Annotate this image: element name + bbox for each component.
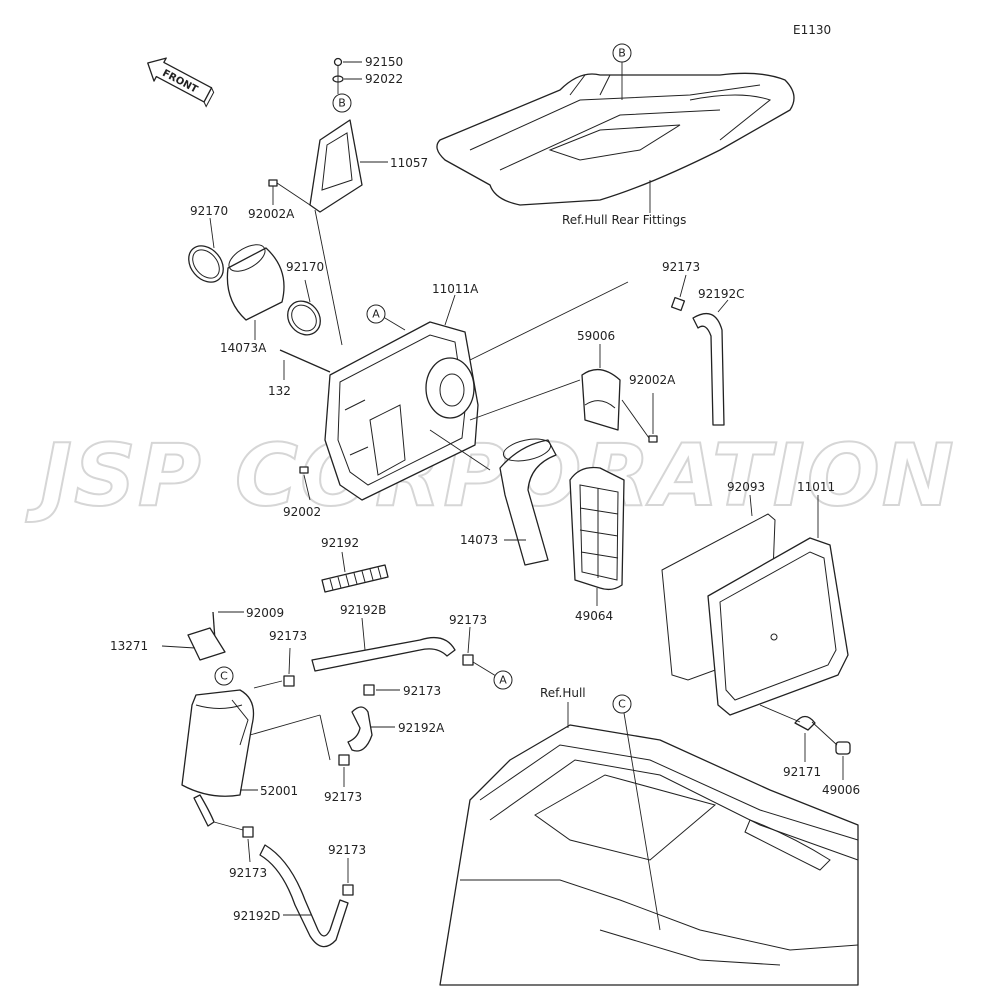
callout-b-bracket-label: B	[338, 97, 346, 110]
callout-a-bottom-label: A	[499, 674, 507, 687]
label-92173-f: 92173	[328, 843, 366, 857]
callout-c-tank-label: C	[220, 670, 228, 683]
screw-92150	[333, 57, 362, 67]
callout-a-top	[366, 304, 386, 324]
clamp-92173-e	[213, 821, 254, 863]
callout-b-top-label: B	[618, 47, 626, 60]
washer-92022	[332, 75, 362, 83]
cap-49006	[811, 721, 851, 780]
label-92002a-mid: 92002A	[629, 373, 676, 387]
screw-92009	[212, 611, 244, 641]
callout-a-bottom	[493, 670, 513, 690]
label-92173-d: 92173	[324, 790, 362, 804]
label-92173-b: 92173	[269, 629, 307, 643]
label-92170-left: 92170	[190, 204, 228, 218]
hose-92192c	[692, 299, 729, 426]
clamp-92170-left	[188, 217, 224, 283]
label-11057: 11057	[390, 156, 428, 170]
watermark: JSP CORPORATION	[25, 426, 956, 526]
spring-92192	[321, 551, 389, 593]
label-92009: 92009	[246, 606, 284, 620]
bolt-132	[279, 349, 331, 380]
label-92173-a: 92173	[449, 613, 487, 627]
label-59006: 59006	[577, 329, 615, 343]
air-box-case-11011a	[324, 294, 479, 501]
cover-11011	[707, 495, 849, 716]
bolt-92002	[299, 466, 311, 501]
label-92192: 92192	[321, 536, 359, 550]
hose-14073a	[226, 244, 285, 340]
callout-c-tank	[214, 666, 234, 686]
clamp-92173-d	[338, 754, 350, 787]
label-11011: 11011	[797, 480, 835, 494]
label-13271: 13271	[110, 639, 148, 653]
hose-92192d	[259, 844, 349, 948]
bracket-11057	[309, 119, 388, 213]
callout-b-top	[612, 43, 632, 63]
label-92192a: 92192A	[398, 721, 445, 735]
cover-59006	[581, 344, 621, 431]
clip-92171	[759, 704, 816, 762]
label-92173-top: 92173	[662, 260, 700, 274]
ref-hull: Ref.Hull	[540, 686, 586, 700]
label-92192b: 92192B	[340, 603, 386, 617]
label-92170-right: 92170	[286, 260, 324, 274]
label-92173-c: 92173	[403, 684, 441, 698]
callout-b-bracket	[332, 93, 352, 113]
hose-92192b	[311, 617, 456, 672]
ref-hull-rear-fittings: Ref.Hull Rear Fittings	[562, 213, 686, 227]
label-52001: 52001	[260, 784, 298, 798]
label-92093: 92093	[727, 480, 765, 494]
bolt-92002a-top	[268, 179, 311, 206]
duct-14073	[499, 438, 557, 566]
clamp-92173-a	[462, 626, 497, 677]
label-92150: 92150	[365, 55, 403, 69]
label-92002: 92002	[283, 505, 321, 519]
callout-c-hull	[612, 694, 632, 714]
label-92171: 92171	[783, 765, 821, 779]
hull-rear-fittings	[436, 62, 795, 206]
label-49064: 49064	[575, 609, 613, 623]
diagram-code: E1130	[793, 23, 831, 37]
callout-a-top-label: A	[372, 308, 380, 321]
front-arrow-icon: FRONT	[147, 57, 215, 108]
tank-52001	[181, 689, 331, 827]
callout-c-hull-label: C	[618, 698, 626, 711]
clamp-92170-right	[287, 279, 321, 336]
label-132: 132	[268, 384, 291, 398]
clamp-92173-c	[363, 684, 400, 696]
bracket-13271	[161, 627, 226, 661]
clamp-92173-f	[342, 858, 354, 896]
hose-92192a	[347, 706, 395, 752]
clamp-92173-b	[253, 647, 295, 689]
label-14073: 14073	[460, 533, 498, 547]
label-92022: 92022	[365, 72, 403, 86]
label-49006: 49006	[822, 783, 860, 797]
clamp-92173-top	[670, 274, 687, 312]
label-92173-e: 92173	[229, 866, 267, 880]
label-92192c: 92192C	[698, 287, 745, 301]
hull	[439, 702, 859, 986]
label-92002a-top: 92002A	[248, 207, 295, 221]
bolt-92002a-mid	[621, 393, 658, 443]
filter-49064	[569, 466, 625, 606]
label-14073a: 14073A	[220, 341, 267, 355]
label-92192d: 92192D	[233, 909, 280, 923]
label-11011a: 11011A	[432, 282, 479, 296]
